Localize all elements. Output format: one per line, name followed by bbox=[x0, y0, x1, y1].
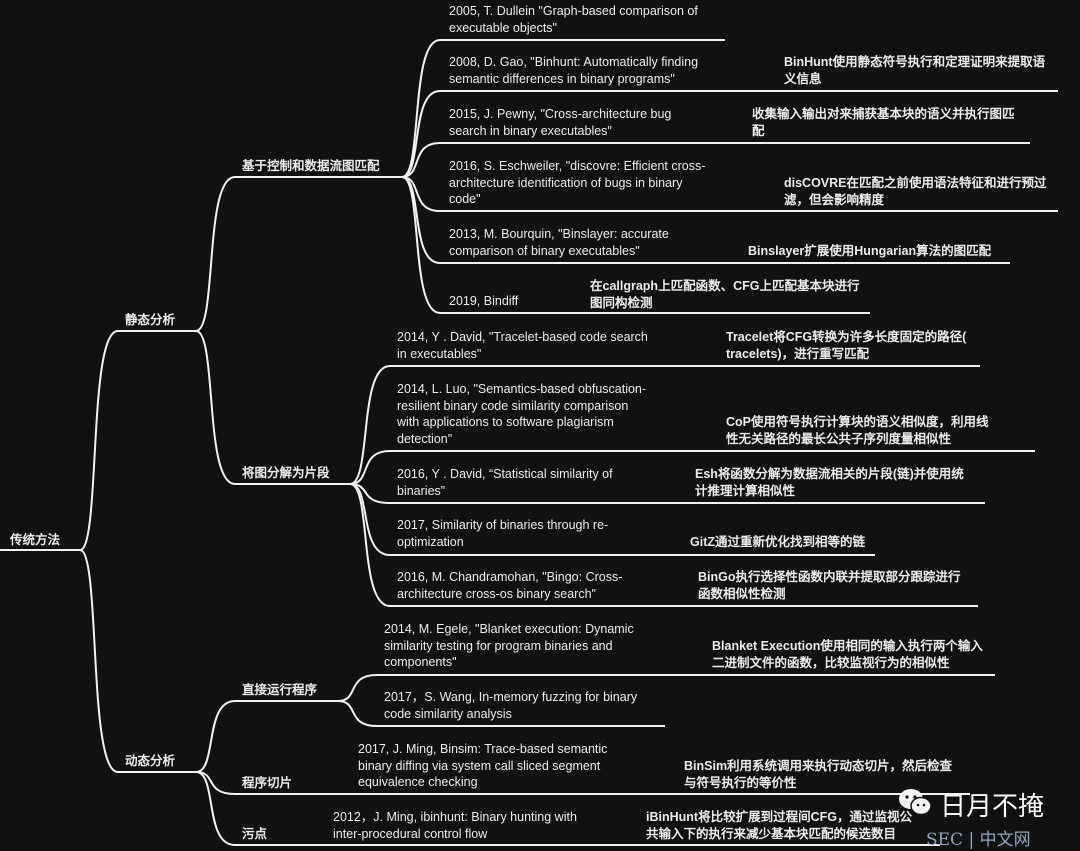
watermark: 日月不掩 SEC | 中文网 bbox=[898, 781, 1078, 850]
branch-fragment: 将图分解为片段 bbox=[242, 466, 330, 480]
edge-line bbox=[401, 176, 1058, 212]
paper-node: 2016, M. Chandramohan, "Bingo: Cross- ar… bbox=[397, 570, 623, 601]
note-node: BinGo执行选择性函数内联并提取部分跟踪进行 函数相似性检测 bbox=[698, 570, 961, 601]
paper-node: 2005, T. Dullein "Graph-based comparison… bbox=[449, 4, 698, 35]
note-node: GitZ通过重新优化找到相等的链 bbox=[690, 535, 865, 549]
edge-line bbox=[195, 330, 350, 485]
note-node: iBinHunt将比较扩展到过程间CFG，通过监视公 共输入下的执行来减少基本块… bbox=[646, 810, 912, 841]
edge-line bbox=[349, 450, 1035, 485]
branch-dynamic: 动态分析 bbox=[125, 754, 176, 768]
branch-static: 静态分析 bbox=[125, 313, 176, 327]
edge-line bbox=[195, 176, 402, 332]
branch-taint: 污点 bbox=[242, 827, 268, 841]
edge-line bbox=[79, 330, 196, 551]
edge-line bbox=[349, 483, 978, 607]
edge-line bbox=[401, 176, 870, 314]
paper-node: 2008, D. Gao, "Binhunt: Automatically fi… bbox=[449, 55, 699, 86]
paper-node: 2017，S. Wang, In-memory fuzzing for bina… bbox=[384, 690, 638, 721]
note-node: 收集输入输出对来捕获基本块的语义并执行图匹 配 bbox=[752, 107, 1015, 138]
edge-line bbox=[401, 39, 725, 178]
edge-line bbox=[195, 700, 338, 773]
paper-node: 2013, M. Bourquin, "Binslayer: accurate … bbox=[449, 227, 669, 258]
paper-node: 2017, J. Ming, Binsim: Trace-based seman… bbox=[358, 742, 608, 789]
note-node: disCOVRE在匹配之前使用语法特征和进行预过 滤，但会影响精度 bbox=[784, 176, 1047, 207]
note-node: BinSim利用系统调用来执行动态切片，然后检查 与符号执行的等价性 bbox=[684, 759, 953, 790]
branch-cfg: 基于控制和数据流图匹配 bbox=[242, 159, 380, 173]
note-node: Tracelet将CFG转换为许多长度固定的路径( tracelets)，进行重… bbox=[726, 330, 967, 361]
edge-line bbox=[337, 674, 995, 702]
paper-node: 2016, Y . David, “Statistical similarity… bbox=[397, 467, 613, 498]
wechat-icon bbox=[899, 789, 932, 816]
paper-node: 2016, S. Eschweiler, "discovre: Efficien… bbox=[449, 159, 706, 206]
watermark-name: 日月不掩 bbox=[940, 792, 1045, 822]
note-node: BinHunt使用静态符号执行和定理证明来提取语 义信息 bbox=[784, 55, 1046, 86]
root-node: 传统方法 bbox=[10, 533, 61, 547]
paper-node: 2019, Bindiff bbox=[449, 294, 519, 308]
note-node: 在callgraph上匹配函数、CFG上匹配基本块进行 图同构检测 bbox=[590, 279, 860, 310]
branch-run: 直接运行程序 bbox=[242, 683, 318, 697]
edge-line bbox=[349, 483, 985, 504]
note-node: Esh将函数分解为数据流相关的片段(链)并使用统 计推理计算相似性 bbox=[695, 467, 964, 498]
paper-node: 2014, M. Egele, "Blanket execution: Dyna… bbox=[384, 622, 634, 669]
edge-line bbox=[337, 700, 665, 727]
edge-line bbox=[349, 365, 980, 485]
paper-node: 2017, Similarity of binaries through re-… bbox=[397, 518, 609, 549]
edge-line bbox=[401, 142, 1030, 178]
paper-node: 2012，J. Ming, ibinhunt: Binary hunting w… bbox=[333, 810, 577, 841]
edge-line bbox=[195, 771, 280, 846]
paper-node: 2014, Y . David, "Tracelet-based code se… bbox=[397, 330, 648, 361]
note-node: CoP使用符号执行计算块的语义相似度，利用线 性无关路径的最长公共子序列度量相似… bbox=[726, 415, 989, 446]
note-node: Blanket Execution使用相同的输入执行两个输入 二进制文件的函数，… bbox=[712, 639, 983, 670]
edge-line bbox=[401, 90, 1058, 178]
edge-line bbox=[195, 771, 305, 795]
paper-node: 2014, L. Luo, "Semantics-based obfuscati… bbox=[397, 382, 647, 446]
watermark-subtitle: SEC | 中文网 bbox=[926, 830, 1031, 850]
paper-node: 2015, J. Pewny, "Cross-architecture bug … bbox=[449, 107, 672, 138]
note-node: Binslayer扩展使用Hungarian算法的图匹配 bbox=[748, 244, 992, 258]
edge-line bbox=[79, 549, 196, 773]
branch-slice: 程序切片 bbox=[242, 776, 293, 790]
